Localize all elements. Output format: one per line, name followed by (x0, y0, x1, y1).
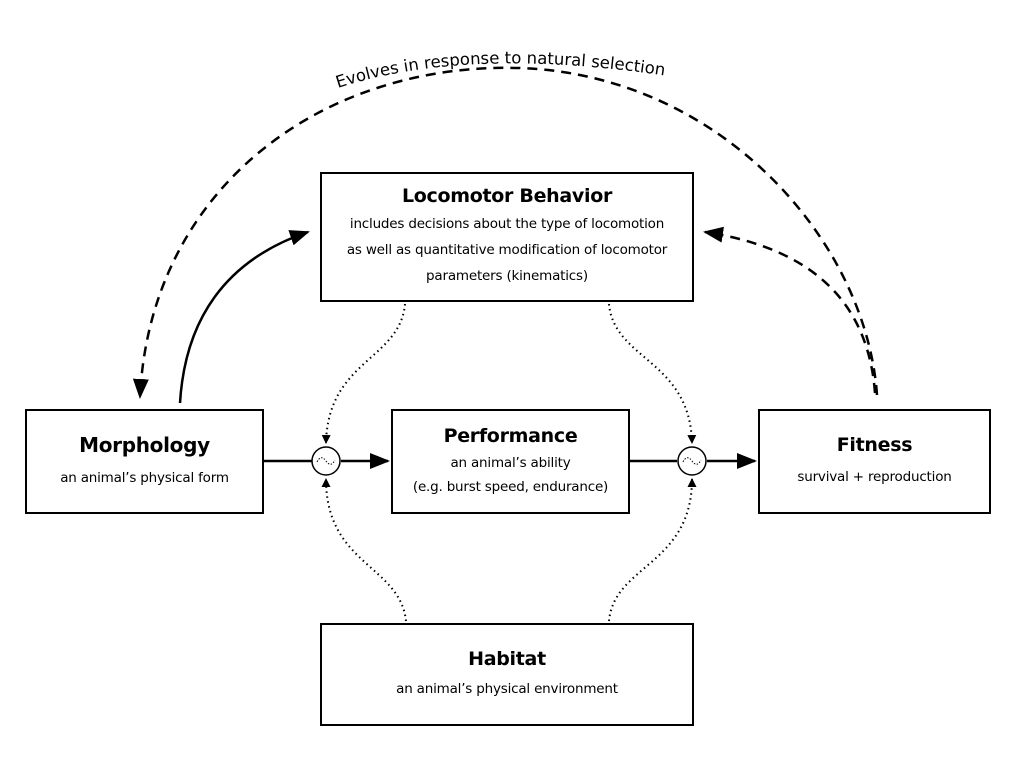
behavior-to-right-modulator-arrow (608, 303, 697, 444)
fitness-title: Fitness (836, 433, 913, 456)
locomotor-behavior-box: Locomotor Behavior includes decisions ab… (320, 172, 694, 302)
fitness-box: Fitness survival + reproduction (758, 409, 991, 514)
performance-line-1: an animal’s ability (450, 454, 571, 471)
locomotor-behavior-line-3: parameters (kinematics) (426, 268, 588, 284)
locomotor-behavior-line-1: includes decisions about the type of loc… (349, 216, 665, 232)
fitness-description: survival + reproduction (797, 468, 952, 485)
evolution-arc-arrow (132, 66, 879, 399)
fitness-to-behavior-arrow (703, 226, 877, 394)
performance-box: Performance an animal’s ability (e.g. bu… (391, 409, 630, 514)
performance-line-2: (e.g. burst speed, endurance) (412, 478, 609, 495)
morphology-to-behavior-arrow (178, 230, 310, 404)
morphology-box: Morphology an animal’s physical form (25, 409, 264, 514)
modulator-left-icon (311, 446, 341, 476)
morphology-title: Morphology (79, 432, 210, 457)
habitat-box: Habitat an animal’s physical environment (320, 623, 694, 726)
habitat-to-right-modulator-arrow (608, 478, 697, 622)
habitat-description: an animal’s physical environment (396, 680, 618, 697)
habitat-title: Habitat (468, 647, 546, 670)
locomotor-behavior-title: Locomotor Behavior (401, 185, 613, 207)
performance-title: Performance (443, 424, 578, 447)
morphology-description: an animal’s physical form (60, 469, 229, 486)
habitat-to-left-modulator-arrow (321, 478, 407, 622)
modulator-right-icon (677, 446, 707, 476)
locomotor-behavior-line-2: as well as quantitative modification of … (346, 242, 668, 258)
